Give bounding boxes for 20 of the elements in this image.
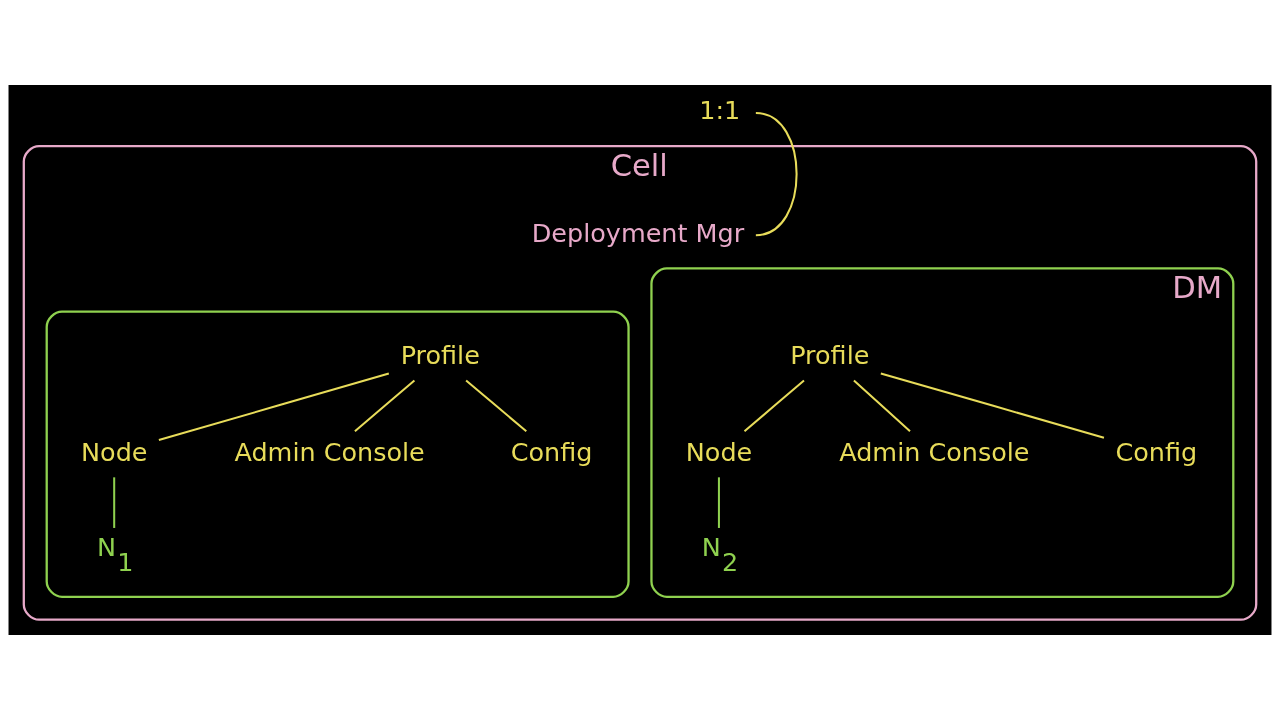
connector [354, 379, 416, 432]
node-text: 1:1 [699, 95, 741, 126]
node-text: Node [685, 436, 753, 467]
node-text: Admin Console [839, 436, 1030, 467]
node-text: Config [1115, 436, 1198, 467]
node-text: Deployment Mgr [531, 217, 745, 248]
connector [743, 379, 805, 432]
cluster [45, 310, 630, 598]
node-text: Admin Console [234, 436, 425, 467]
connector [717, 477, 720, 528]
connector [158, 372, 390, 441]
connector [853, 379, 911, 432]
node-text: Profile [790, 339, 870, 370]
connector [113, 477, 116, 528]
connector [755, 112, 798, 237]
node-text: Config [510, 436, 593, 467]
connector [465, 379, 527, 432]
node-text: Profile [400, 339, 480, 370]
connector [880, 372, 1105, 439]
node-text: Node [81, 436, 148, 467]
